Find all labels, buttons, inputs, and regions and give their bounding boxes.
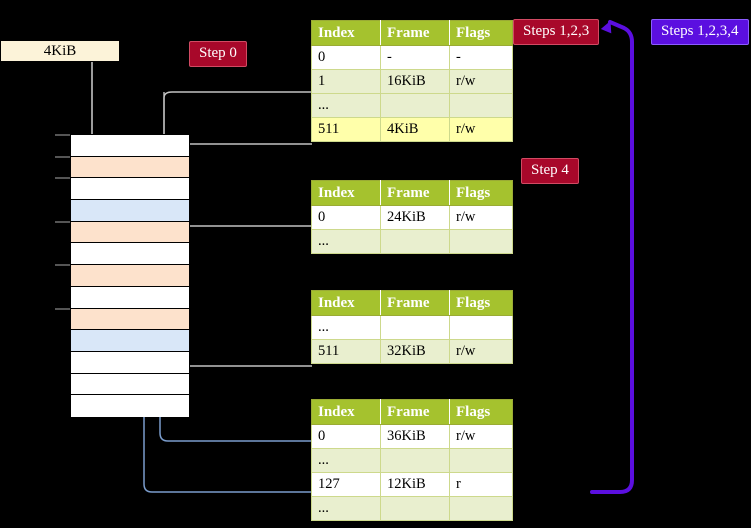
memory-row <box>71 221 189 244</box>
memory-row <box>71 178 189 201</box>
column-header-frame: Frame <box>380 290 450 317</box>
table-row: ... <box>311 315 513 341</box>
cell-frame <box>380 495 450 521</box>
table-header-row: Index Frame Flags <box>311 290 513 317</box>
cell-index: 0 <box>311 424 381 450</box>
memory-column <box>70 134 190 417</box>
memory-row <box>71 330 189 352</box>
column-header-flags: Flags <box>449 20 513 47</box>
memory-row <box>71 156 189 179</box>
badge-step-4: Step 4 <box>521 158 579 184</box>
cell-flags: r/w <box>449 424 513 450</box>
cell-flags: r/w <box>449 69 513 94</box>
cell-flags: r/w <box>449 339 513 364</box>
cell-flags <box>449 92 513 118</box>
column-header-flags: Flags <box>449 399 513 426</box>
column-header-index: Index <box>311 180 381 207</box>
cell-flags: - <box>449 45 513 71</box>
level3-page-table: Index Frame Flags 0 24KiB r/w ... <box>311 180 513 254</box>
table-row: 1 16KiB r/w <box>311 69 513 94</box>
level2-page-table: Index Frame Flags ... 511 32KiB r/w <box>311 290 513 364</box>
memory-row <box>71 286 189 309</box>
column-header-flags: Flags <box>449 290 513 317</box>
level1-page-table: Index Frame Flags 0 36KiB r/w ... 127 12… <box>311 399 513 521</box>
cell-index: ... <box>311 229 381 254</box>
cell-flags: r/w <box>449 205 513 231</box>
column-header-frame: Frame <box>380 180 450 207</box>
badge-steps-123: Steps 1,2,3 <box>513 19 600 45</box>
table-row: 127 12KiB r <box>311 471 513 497</box>
cell-frame: 12KiB <box>380 471 450 497</box>
column-header-frame: Frame <box>380 20 450 47</box>
cell-frame: 24KiB <box>380 205 450 231</box>
cell-index: ... <box>311 448 381 473</box>
cell-index: 511 <box>311 116 381 142</box>
cell-frame: 16KiB <box>380 69 450 94</box>
badge-steps-1234: Steps 1,2,3,4 <box>651 19 749 45</box>
cell-frame <box>380 315 450 341</box>
cell-index: 127 <box>311 471 381 497</box>
size-label-4kib: 4KiB <box>0 40 120 62</box>
memory-tick <box>55 134 70 136</box>
badge-step-0: Step 0 <box>189 41 247 67</box>
cell-flags <box>449 495 513 521</box>
level4-page-table: Index Frame Flags 0 - - 1 16KiB r/w ... <box>311 20 513 142</box>
table-row: 511 32KiB r/w <box>311 339 513 364</box>
table-row: 0 36KiB r/w <box>311 424 513 450</box>
memory-row <box>71 308 189 331</box>
table-row: ... <box>311 448 513 473</box>
column-header-frame: Frame <box>380 399 450 426</box>
table-header-row: Index Frame Flags <box>311 180 513 207</box>
cell-flags: r <box>449 471 513 497</box>
cell-index: ... <box>311 92 381 118</box>
cell-flags <box>449 229 513 254</box>
cell-index: 0 <box>311 45 381 71</box>
cell-frame: - <box>380 45 450 71</box>
cell-frame <box>380 92 450 118</box>
table-row: ... <box>311 229 513 254</box>
cell-frame <box>380 448 450 473</box>
cell-frame <box>380 229 450 254</box>
table-row: ... <box>311 495 513 521</box>
table-header-row: Index Frame Flags <box>311 399 513 426</box>
memory-tick <box>55 308 70 310</box>
column-header-index: Index <box>311 290 381 317</box>
memory-row <box>71 243 189 266</box>
memory-row <box>71 265 189 287</box>
table-row: 0 - - <box>311 45 513 71</box>
cell-frame: 4KiB <box>380 116 450 142</box>
memory-row <box>71 135 189 157</box>
table-row: 511 4KiB r/w <box>311 116 513 142</box>
cell-index: 1 <box>311 69 381 94</box>
memory-row <box>71 200 189 222</box>
table-row: ... <box>311 92 513 118</box>
cell-flags <box>449 448 513 473</box>
memory-row <box>71 373 189 396</box>
table-row: 0 24KiB r/w <box>311 205 513 231</box>
memory-tick <box>55 177 70 179</box>
memory-row <box>71 395 189 417</box>
cell-index: 0 <box>311 205 381 231</box>
cell-flags: r/w <box>449 116 513 142</box>
memory-tick <box>55 221 70 223</box>
column-header-index: Index <box>311 399 381 426</box>
cell-index: ... <box>311 315 381 341</box>
cell-flags <box>449 315 513 341</box>
cell-frame: 32KiB <box>380 339 450 364</box>
cell-index: 511 <box>311 339 381 364</box>
column-header-flags: Flags <box>449 180 513 207</box>
memory-tick <box>55 264 70 266</box>
cell-frame: 36KiB <box>380 424 450 450</box>
memory-tick <box>55 156 70 158</box>
column-header-index: Index <box>311 20 381 47</box>
cell-index: ... <box>311 495 381 521</box>
table-header-row: Index Frame Flags <box>311 20 513 47</box>
memory-row <box>71 351 189 374</box>
